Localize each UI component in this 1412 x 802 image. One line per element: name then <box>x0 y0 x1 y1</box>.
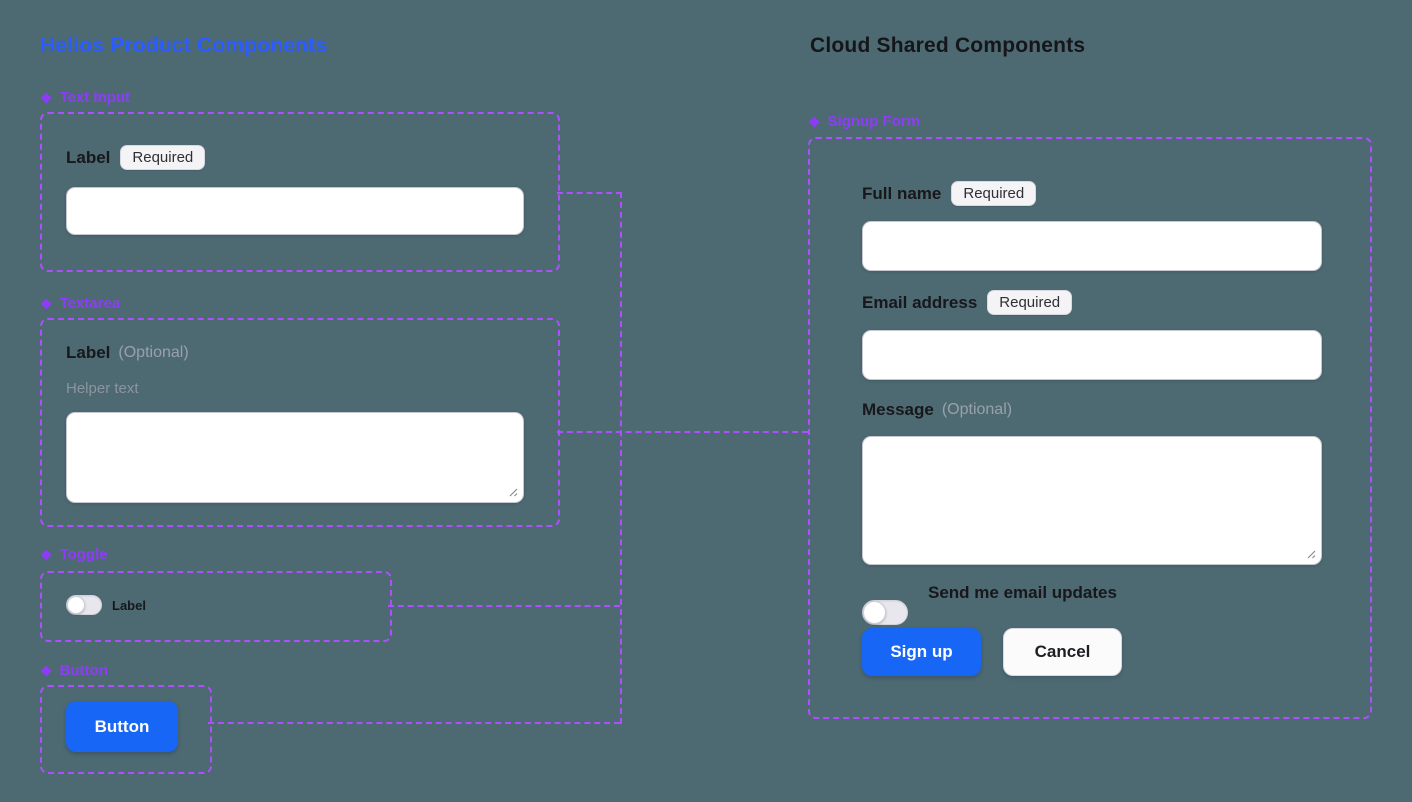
toggle-label: Label <box>112 598 146 613</box>
message-label-row: Message (Optional) <box>862 400 1012 420</box>
textarea-label-row: Label (Optional) <box>66 343 189 363</box>
message-textarea[interactable] <box>862 436 1322 565</box>
required-badge: Required <box>951 181 1037 206</box>
full-name-label-row: Full name Required <box>862 181 1037 206</box>
field-label: Message <box>862 400 934 419</box>
component-label-text: Text Input <box>59 89 131 106</box>
full-name-input[interactable] <box>862 221 1322 271</box>
button-component-frame <box>40 685 212 774</box>
email-updates-toggle[interactable] <box>862 600 908 625</box>
component-label-text-input: ❖ Text Input <box>40 89 130 106</box>
component-icon: ❖ <box>40 295 53 312</box>
component-icon: ❖ <box>40 89 53 106</box>
demo-toggle[interactable] <box>66 595 102 615</box>
demo-button[interactable]: Button <box>66 701 178 752</box>
component-label-button: ❖ Button <box>40 662 108 679</box>
helper-text: Helper text <box>66 380 139 397</box>
component-label-text: Signup Form <box>827 113 921 130</box>
email-label-row: Email address Required <box>862 290 1073 315</box>
field-label: Label <box>66 343 111 362</box>
cancel-button[interactable]: Cancel <box>1003 628 1122 676</box>
optional-suffix: (Optional) <box>941 401 1013 418</box>
demo-textarea[interactable] <box>66 412 524 503</box>
field-label: Full name <box>862 183 942 203</box>
helios-title: Helios Product Components <box>40 34 328 57</box>
connector-text-input <box>557 192 622 194</box>
field-label: Email address <box>862 292 978 312</box>
email-input[interactable] <box>862 330 1322 380</box>
required-badge: Required <box>987 290 1073 315</box>
demo-text-input[interactable] <box>66 187 524 235</box>
component-label-text: Button <box>59 662 108 679</box>
component-label-text: Toggle <box>59 546 108 563</box>
component-label-text: Textarea <box>59 295 121 312</box>
text-input-label-row: Label Required <box>66 145 206 170</box>
connector-trunk <box>620 192 622 724</box>
toggle-knob <box>67 596 85 614</box>
textarea-component-frame <box>40 318 560 527</box>
connector-textarea-to-form <box>557 431 808 433</box>
message-textarea-wrap <box>862 436 1322 565</box>
component-icon: ❖ <box>40 546 53 563</box>
component-icon: ❖ <box>808 113 821 130</box>
sign-up-button[interactable]: Sign up <box>862 628 981 676</box>
required-badge: Required <box>120 145 206 170</box>
component-icon: ❖ <box>40 662 53 679</box>
optional-suffix: (Optional) <box>118 344 189 361</box>
signup-form-frame <box>808 137 1372 719</box>
demo-textarea-wrap <box>66 412 524 503</box>
toggle-knob <box>863 601 886 624</box>
component-label-toggle: ❖ Toggle <box>40 546 108 563</box>
cloud-title: Cloud Shared Components <box>810 34 1086 57</box>
connector-toggle <box>388 605 620 607</box>
component-label-textarea: ❖ Textarea <box>40 295 120 312</box>
connector-button <box>208 722 620 724</box>
component-label-signup-form: ❖ Signup Form <box>808 113 920 130</box>
field-label: Label <box>66 147 111 167</box>
email-updates-label: Send me email updates <box>928 583 1117 602</box>
